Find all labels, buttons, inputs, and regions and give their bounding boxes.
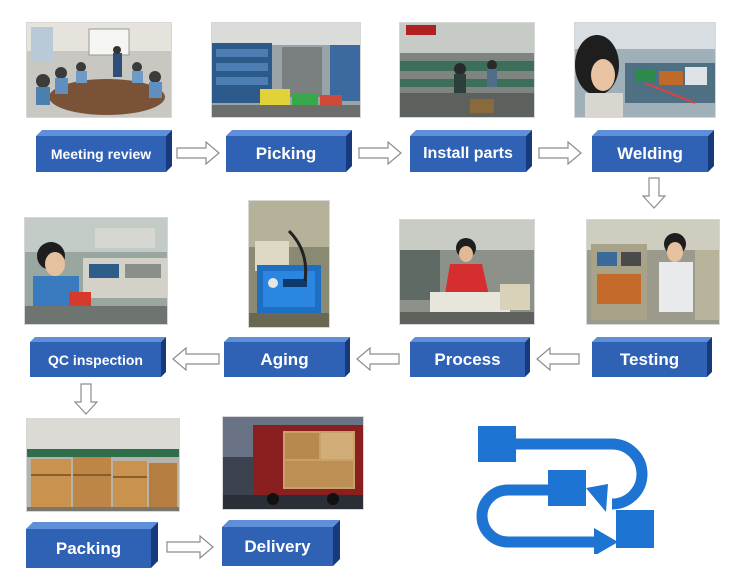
arrow-right-4 (166, 535, 214, 559)
arrow-down-1 (642, 177, 666, 209)
step-packing-label: Packing (55, 538, 122, 558)
step-packing: Packing (26, 522, 158, 568)
arrow-left-2 (356, 347, 400, 371)
photo-meeting-room (26, 22, 172, 118)
photo-assembly-line (399, 22, 535, 118)
photo-warehouse-shelves (211, 22, 361, 118)
step-testing-label: Testing (619, 349, 680, 369)
step-delivery-label: Delivery (244, 536, 311, 556)
step-qc-inspection: QC inspection (30, 337, 166, 377)
photo-packing-crates (26, 418, 180, 512)
photo-testing (586, 219, 720, 325)
arrow-left-3 (172, 347, 220, 371)
arrow-down-2 (74, 383, 98, 415)
step-testing: Testing (592, 337, 712, 377)
photo-delivery-truck (222, 416, 364, 510)
step-welding: Welding (592, 130, 714, 172)
step-aging-label: Aging (260, 349, 309, 369)
step-qc-inspection-label: QC inspection (48, 351, 143, 368)
photo-welding (574, 22, 716, 118)
step-aging: Aging (224, 337, 350, 377)
arrow-left-1 (536, 347, 580, 371)
photo-process (399, 219, 535, 325)
photo-qc-inspection (24, 217, 168, 325)
step-process: Process (410, 337, 530, 377)
arrow-right-1 (176, 141, 220, 165)
step-meeting-review-label: Meeting review (50, 146, 152, 162)
step-install-parts-label: Install parts (423, 145, 513, 162)
step-meeting-review: Meeting review (36, 130, 172, 172)
step-install-parts: Install parts (410, 130, 532, 172)
step-picking-label: Picking (255, 144, 317, 163)
photo-aging (248, 200, 330, 328)
arrow-right-3 (538, 141, 582, 165)
step-welding-label: Welding (617, 144, 683, 163)
arrow-right-2 (358, 141, 402, 165)
step-process-label: Process (434, 349, 501, 369)
step-picking: Picking (226, 130, 352, 172)
step-delivery: Delivery (222, 520, 340, 566)
process-flow-icon (474, 420, 656, 556)
